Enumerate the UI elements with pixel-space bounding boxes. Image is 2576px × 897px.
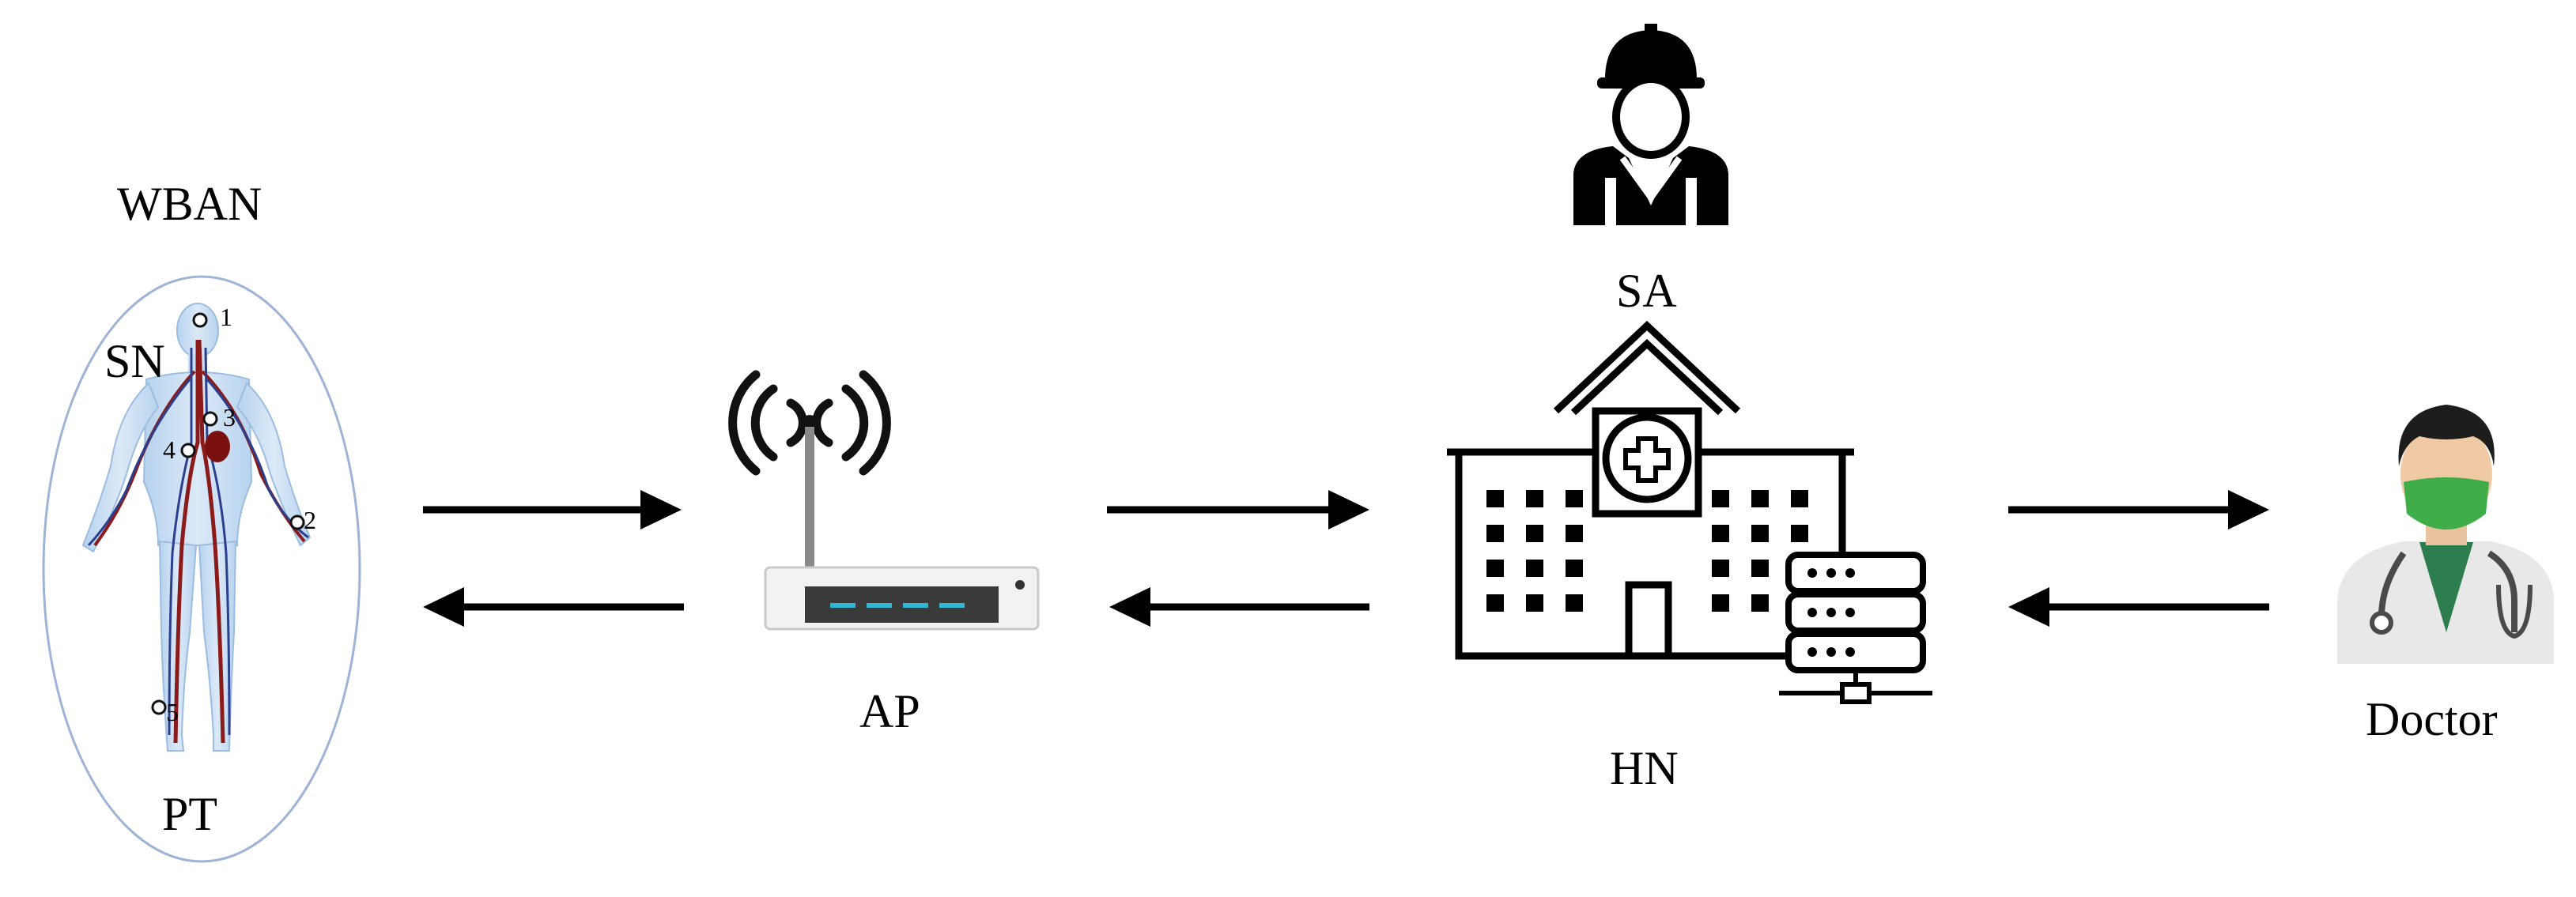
sensor-node-markers: [151, 312, 305, 715]
arrows: [423, 490, 2269, 627]
hospital-icon: [1447, 320, 1854, 660]
human-body-figure: [81, 303, 312, 752]
hospital-windows: [1486, 490, 1808, 612]
sensor-node-5-label: 5: [166, 698, 179, 726]
sensor-node-1: [192, 312, 208, 328]
sa-label: SA: [1616, 265, 1677, 317]
sensor-node-4: [180, 443, 196, 458]
pt-label: PT: [162, 788, 218, 840]
sensor-node-3: [202, 411, 218, 427]
sn-label: SN: [104, 335, 165, 387]
hn-label: HN: [1610, 742, 1679, 794]
sensor-node-4-label: 4: [163, 435, 176, 464]
router-icon: [728, 370, 1040, 631]
ap-label: AP: [859, 685, 920, 737]
sensor-node-3-label: 3: [223, 403, 236, 432]
doctor-icon: [2337, 405, 2554, 664]
wban-label: WBAN: [117, 178, 263, 230]
sensor-node-5: [151, 699, 167, 715]
server-icon: [1779, 552, 1932, 704]
administrator-icon: [1573, 24, 1728, 225]
sensor-node-2: [289, 514, 305, 530]
sensor-node-2-label: 2: [304, 506, 316, 534]
wban-boundary: [42, 275, 361, 863]
sensor-node-1-label: 1: [220, 303, 232, 331]
doctor-label: Doctor: [2366, 693, 2498, 745]
